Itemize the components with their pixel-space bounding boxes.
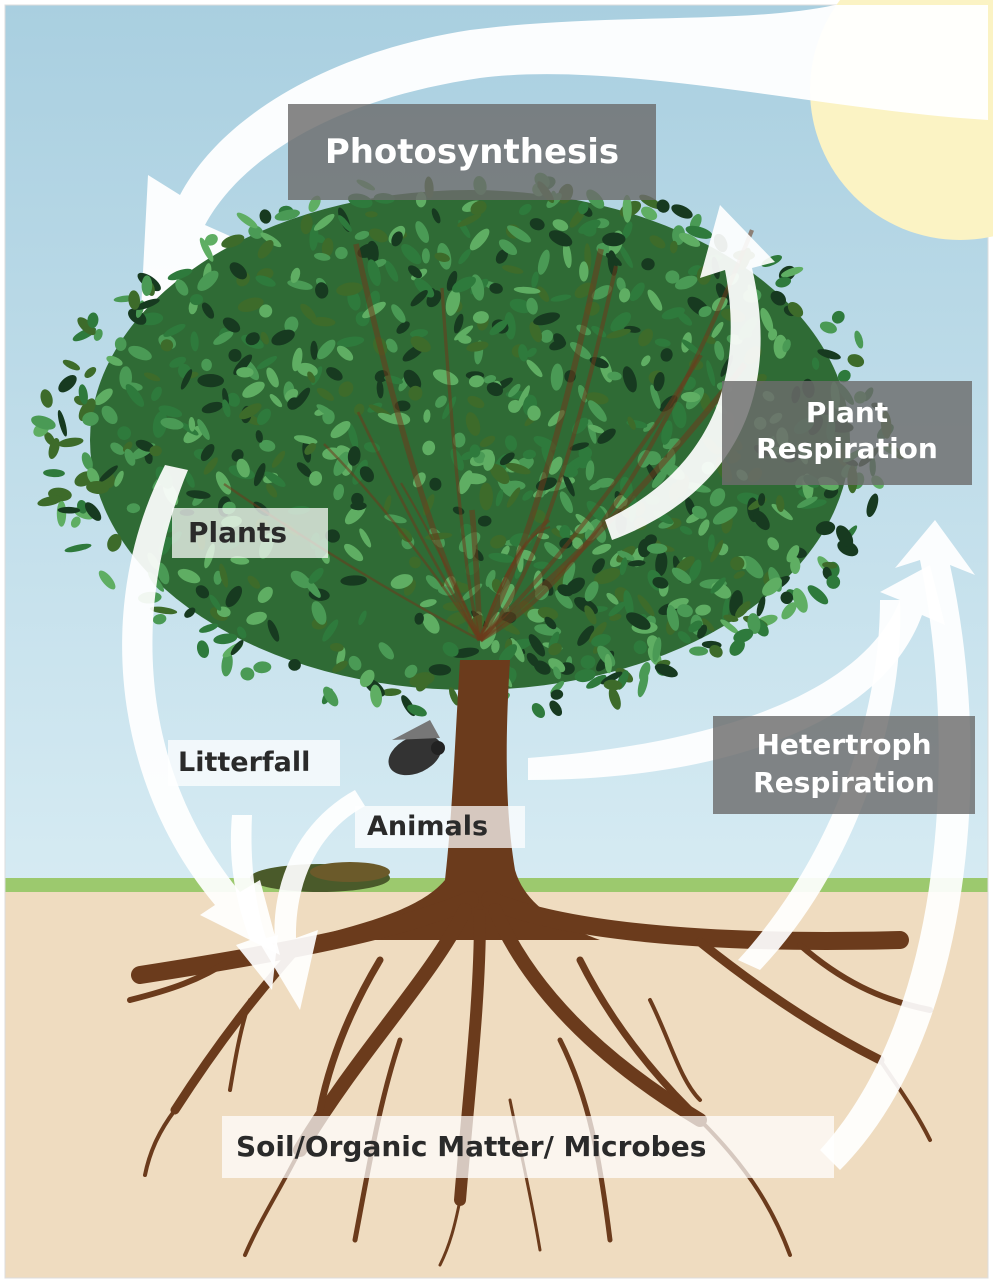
animals-label: Animals — [355, 806, 525, 848]
heterotroph-respiration-label-line1: Hetertroph — [713, 726, 975, 764]
plant-respiration-label-line1: Plant — [722, 395, 972, 431]
plants-label: Plants — [172, 508, 328, 558]
photosynthesis-label: Photosynthesis — [288, 104, 656, 200]
litterfall-label: Litterfall — [168, 740, 340, 786]
heterotroph-respiration-label: Hetertroph Respiration — [713, 716, 975, 814]
plant-respiration-label: Plant Respiration — [722, 381, 972, 485]
plant-respiration-label-line2: Respiration — [722, 431, 972, 467]
soil-organic-matter-label: Soil/Organic Matter/ Microbes — [222, 1116, 834, 1178]
heterotroph-respiration-label-line2: Respiration — [713, 764, 975, 802]
